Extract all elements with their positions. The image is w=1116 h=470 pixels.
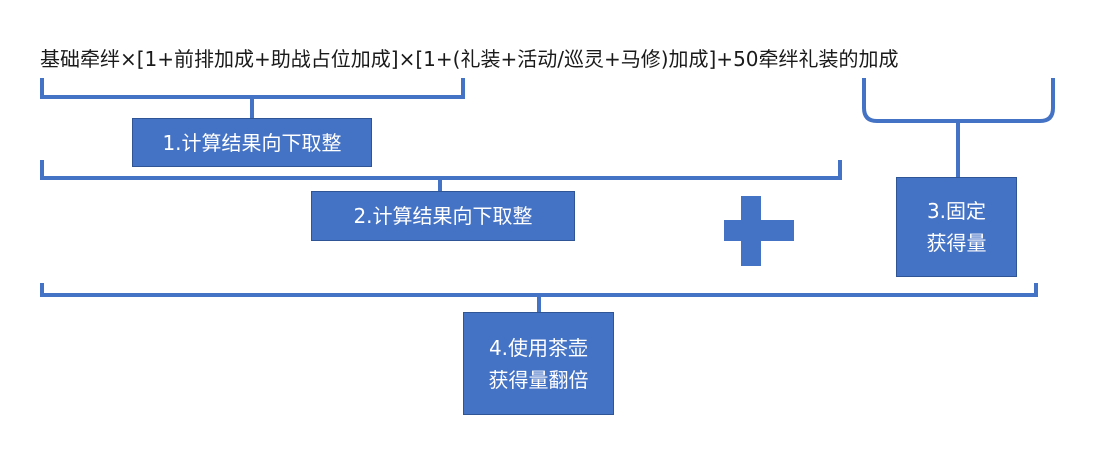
step1-label: 1.计算结果向下取整 — [162, 130, 342, 155]
brace-step1 — [40, 78, 465, 118]
step4-label-line2: 获得量翻倍 — [488, 367, 589, 392]
step2-box: 2.计算结果向下取整 — [311, 191, 575, 241]
formula-text: 基础牵绊×[1+前排加成+助战占位加成]×[1+(礼装+活动/巡灵+马修)加成]… — [40, 47, 899, 71]
step4-label-line1: 4.使用茶壶 — [488, 335, 589, 360]
plus-icon-bar — [724, 220, 794, 241]
step3-box: 3.固定 获得量 — [896, 177, 1017, 277]
step1-box: 1.计算结果向下取整 — [132, 118, 372, 167]
brace-step4 — [40, 283, 1038, 312]
brace-step3 — [862, 78, 1055, 177]
step3-label-line2: 获得量 — [926, 231, 987, 255]
brace-step2 — [40, 160, 842, 191]
step3-label-line1: 3.固定 — [926, 199, 987, 223]
step2-label: 2.计算结果向下取整 — [353, 204, 533, 228]
step4-box: 4.使用茶壶 获得量翻倍 — [463, 312, 614, 415]
